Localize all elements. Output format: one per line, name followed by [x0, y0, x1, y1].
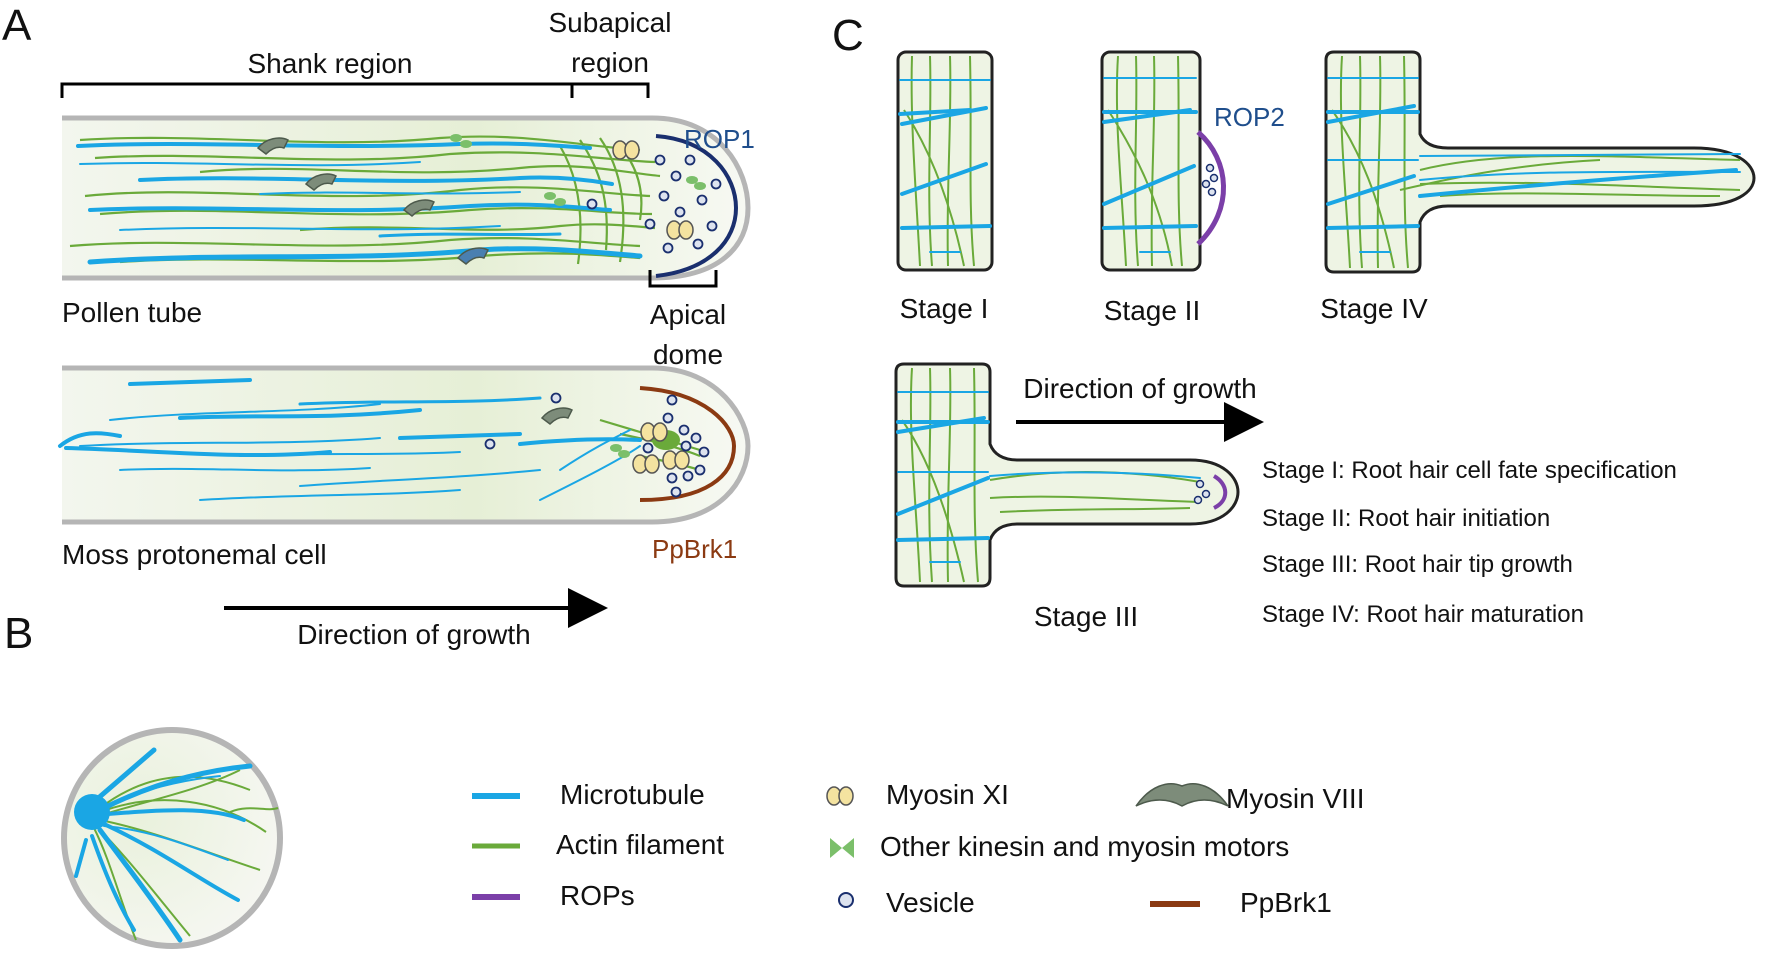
shank-region-bracket: [60, 82, 574, 98]
legend-other-motors-label: Other kinesin and myosin motors: [880, 831, 1289, 862]
moss-cell-label: Moss protonemal cell: [62, 539, 327, 570]
stage-description: Stage IV: Root hair maturation: [1262, 601, 1584, 628]
pollen-tube-actin: [69, 135, 661, 265]
shank-region-label: Shank region: [247, 48, 412, 79]
rop1-apical-cap: [655, 134, 739, 278]
stage-i-label: Stage I: [900, 293, 989, 324]
legend-rops-label: ROPs: [560, 880, 635, 911]
rop2-label: ROP2: [1214, 102, 1285, 132]
legend-vesicle-label: Vesicle: [886, 887, 975, 918]
apical-dome-label-2: dome: [653, 339, 723, 370]
rop1-label: ROP1: [684, 124, 755, 154]
ppbrk1-label: PpBrk1: [652, 534, 737, 564]
panel-label-c: C: [832, 11, 864, 60]
legend-myosin-xi-label: Myosin XI: [886, 779, 1009, 810]
legend-microtubule-label: Microtubule: [560, 779, 705, 810]
apical-dome-bracket: [648, 270, 718, 288]
panel-label-b: B: [4, 609, 33, 658]
stage-iv-label: Stage IV: [1320, 293, 1428, 324]
pollen-tube-other-motors: [450, 134, 706, 206]
moss-cell: PpBrk1 Moss protonemal cell Direction of…: [58, 365, 751, 650]
subapical-region-label: Subapical: [549, 7, 672, 38]
moss-microtubules: [58, 378, 642, 501]
moss-vesicles: [484, 392, 710, 498]
stage-iii-cell: [894, 362, 1240, 588]
panel-label-a: A: [2, 1, 32, 50]
legend-ppbrk1-label: PpBrk1: [1240, 887, 1332, 918]
pollen-tube-vesicles: [586, 154, 722, 254]
legend: Microtubule Actin filament ROPs Myosin X…: [472, 779, 1364, 918]
panel-a-direction-label: Direction of growth: [297, 619, 530, 650]
legend-myosin-viii-icon: [1135, 783, 1229, 807]
stage-iv-cell: [1324, 50, 1756, 274]
moss-protonemal-cell: [62, 365, 751, 525]
subapical-region-label-2: region: [571, 47, 649, 78]
moss-myosin-xi: [632, 422, 690, 474]
stage-description: Stage II: Root hair initiation: [1262, 505, 1550, 532]
pollen-tube-myosin-viii: [256, 137, 490, 265]
stage-iii-label: Stage III: [1034, 601, 1138, 632]
centrosome: [74, 794, 110, 830]
legend-other-motors-icon: [830, 838, 854, 858]
legend-vesicle-icon: [838, 892, 854, 908]
pollen-tube-myosin-xi: [612, 140, 694, 240]
moss-myosin-viii: [540, 407, 574, 425]
stage-ii-cell: [1100, 50, 1226, 272]
apical-dome-label: Apical: [650, 299, 726, 330]
stage-descriptions: Stage I: Root hair cell fate specificati…: [1262, 457, 1677, 628]
stage-description: Stage III: Root hair tip growth: [1262, 551, 1573, 578]
panel-c-direction-label: Direction of growth: [1023, 373, 1256, 404]
pollen-tube-label: Pollen tube: [62, 297, 202, 328]
panel-b-cell: [61, 727, 283, 949]
legend-myosin-xi-icon: [826, 786, 854, 806]
stage-description: Stage I: Root hair cell fate specificati…: [1262, 457, 1677, 484]
stage-ii-label: Stage II: [1104, 295, 1201, 326]
panel-a: Shank region Subapical region: [60, 7, 755, 370]
subapical-region-bracket: [570, 82, 650, 98]
legend-actin-label: Actin filament: [556, 829, 724, 860]
stage-i-cell: [896, 50, 994, 272]
legend-myosin-viii-label: Myosin VIII: [1226, 783, 1364, 814]
ppbrk1-cap: [639, 386, 737, 502]
